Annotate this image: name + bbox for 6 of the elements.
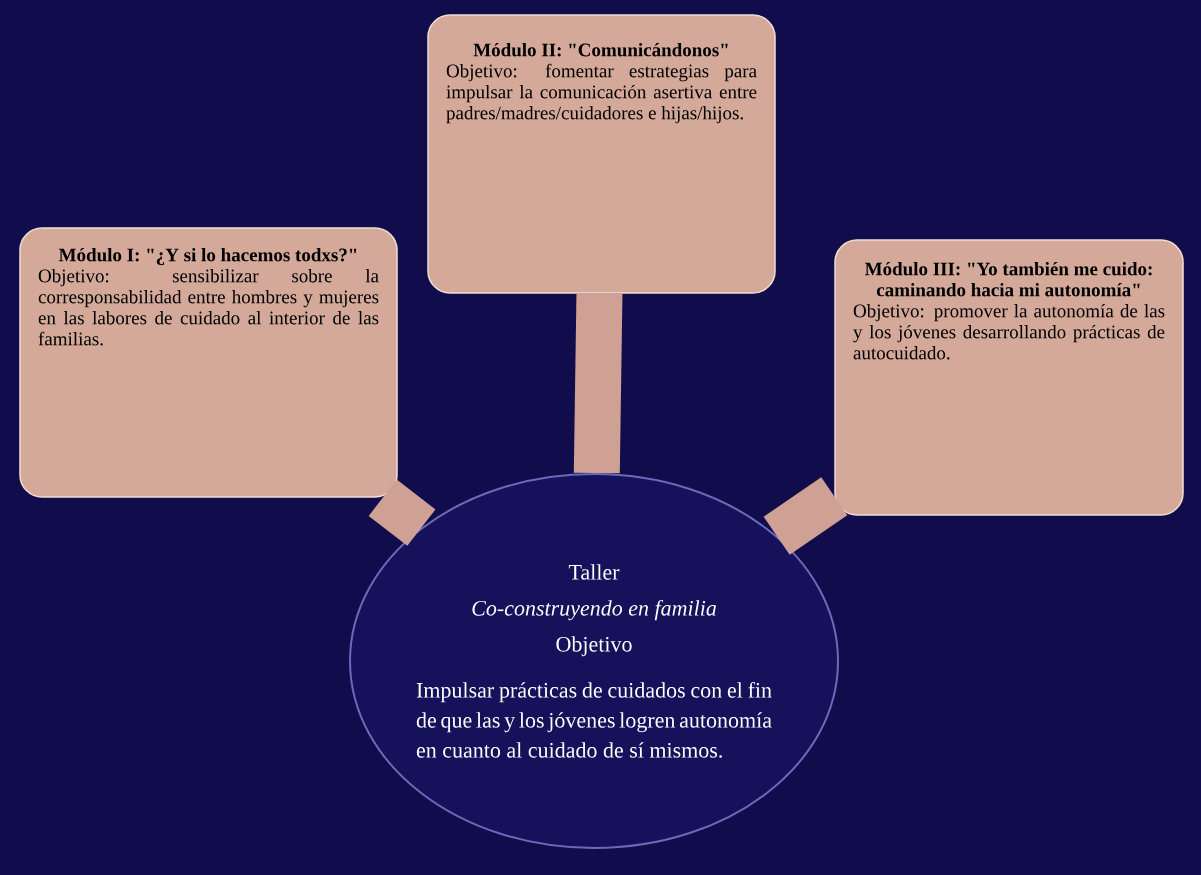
module-box: Módulo II: "Comunicándonos" Objetivo: fomentar estrategias para impulsar la comunicación asertiva entre padres/madres/cuidadores e hijas/hijos. [427,14,776,294]
connector-bar [573,293,623,474]
connector-bar [368,479,436,546]
module-box: Módulo I: "¿Y si lo hacemos todxs?" Objetivo: sensibilizar sobre la corresponsabilidad entre hombres y mujeres en las labores de cuidado al interior de las familias. [19,227,398,498]
connector-bar [763,477,848,555]
module-box: Módulo III: "Yo también me cuido: caminando hacia mi autonomía" Objetivo: promover la autonomía de las y los jóvenes desarrollando prácticas de autocuidado. [834,239,1184,516]
